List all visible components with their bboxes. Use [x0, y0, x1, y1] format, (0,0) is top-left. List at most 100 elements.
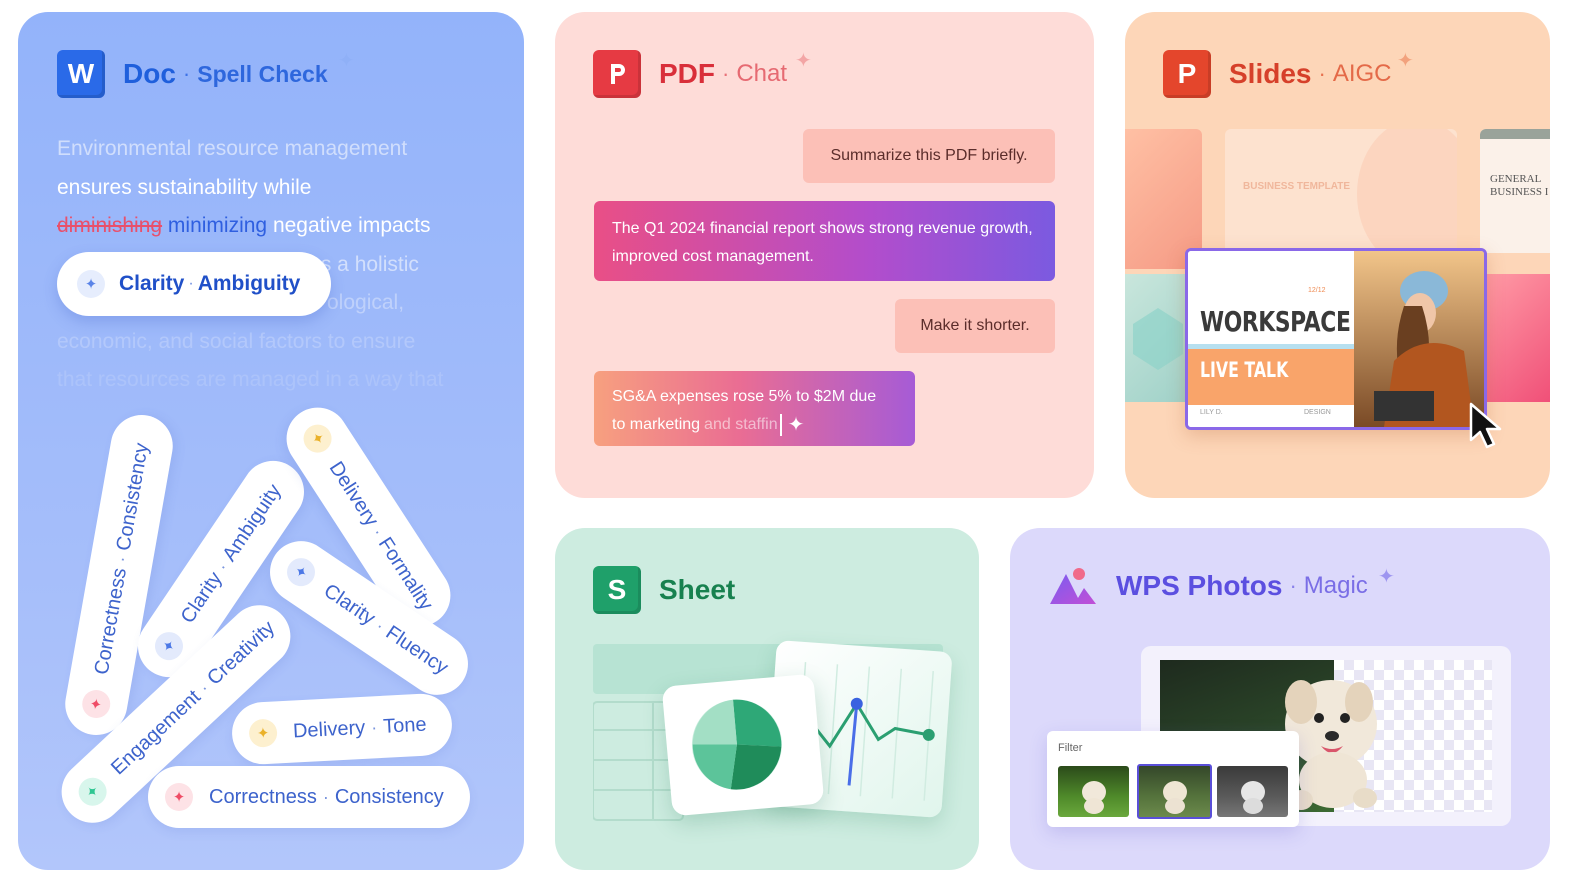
- slides-aigc-card[interactable]: P Slides · AIGC ✦ BUSINESS TEMPLATE GENE…: [1125, 12, 1550, 498]
- suggestion-dot: ·: [188, 275, 194, 292]
- dog-cutout-image: [1285, 680, 1377, 810]
- pdf-subtitle: Chat: [736, 60, 788, 87]
- pdf-app-icon: [593, 50, 641, 98]
- doc-title-separator: ·: [182, 61, 191, 86]
- wps-photos-logo-icon: [1050, 568, 1096, 604]
- person-with-laptop-image: [1354, 251, 1484, 427]
- suggestion-label-left: Clarity: [119, 272, 185, 295]
- ai-reply-message: The Q1 2024 financial report shows stron…: [594, 201, 1055, 281]
- wps-photos-magic-card[interactable]: WPS Photos · Magic ✦ Filter: [1010, 528, 1550, 870]
- pdf-card-title: PDF · Chat: [593, 50, 787, 98]
- doc-text-line: that resources are managed in a way that: [57, 368, 444, 391]
- decorative-shape: [1357, 129, 1457, 253]
- pill-label-left: Clarity: [320, 579, 380, 630]
- doc-body-text: Environmental resource management ensure…: [57, 130, 497, 400]
- thumbnail-title-line: BUSINESS I: [1490, 186, 1549, 198]
- pill-dot: ·: [322, 786, 329, 807]
- slide-footer-right: DESIGN: [1304, 409, 1331, 416]
- pdf-title-separator: ·: [722, 61, 730, 86]
- dog-thumbnail-icon: [1163, 781, 1187, 814]
- photos-title: WPS Photos: [1116, 570, 1283, 601]
- doc-text-line: Environmental resource management: [57, 137, 408, 160]
- pill-label-right: Fluency: [381, 621, 453, 679]
- suggested-word[interactable]: minimizing: [167, 214, 268, 237]
- dog-thumbnail-icon: [1241, 781, 1265, 814]
- pie-chart-card: [661, 673, 825, 817]
- doc-subtitle: Spell Check: [197, 60, 328, 87]
- sparkle-icon: ✦: [80, 687, 113, 721]
- dog-thumbnail-icon: [1082, 781, 1106, 814]
- slide-orange-band: LIVE TALK: [1188, 349, 1354, 405]
- slide-thumbnail-general-business[interactable]: GENERAL BUSINESS I: [1480, 129, 1550, 253]
- pie-chart-graphic: [691, 699, 782, 790]
- sheet-card[interactable]: S Sheet: [555, 528, 979, 870]
- slide-thumbnail[interactable]: [1487, 274, 1550, 402]
- sparkle-icon: ✦: [77, 270, 105, 298]
- user-message: Summarize this PDF briefly.: [803, 129, 1055, 183]
- thumbnail-header-bar: [1480, 129, 1550, 139]
- misspelled-word[interactable]: diminishing: [57, 214, 163, 237]
- slide-accent-bar: [1188, 344, 1354, 349]
- ai-reply-line: to marketing: [612, 416, 701, 433]
- sparkle-icon: ✦: [248, 718, 278, 748]
- pill-label-left: Delivery: [325, 457, 383, 531]
- slide-footer-left: LILY D.: [1200, 409, 1223, 416]
- word-icon-letter: W: [67, 58, 95, 89]
- pill-label-left: Correctness: [209, 785, 317, 808]
- pill-label-left: Correctness: [90, 566, 131, 677]
- slide-thumbnail[interactable]: [1125, 274, 1191, 402]
- ai-reply-fading-text: and staffin: [704, 416, 778, 433]
- filter-thumbnail-original[interactable]: [1058, 766, 1129, 817]
- sheet-app-icon: S: [593, 566, 641, 614]
- pill-label-right: Consistency: [334, 785, 444, 808]
- doc-text-line: ensures sustainability while: [57, 175, 312, 199]
- sparkle-icon: ✦: [1378, 566, 1395, 588]
- clarity-ambiguity-suggestion[interactable]: ✦ Clarity · Ambiguity: [57, 252, 331, 316]
- pill-dot: ·: [110, 554, 132, 565]
- thumbnail-title-line: GENERAL: [1490, 173, 1542, 185]
- doc-spell-check-card[interactable]: W Doc · Spell Check ✦ Environmental reso…: [18, 12, 524, 870]
- doc-card-title: W Doc · Spell Check: [57, 50, 328, 98]
- slides-title: Slides: [1229, 58, 1312, 89]
- pill-label-left: Clarity: [176, 567, 227, 628]
- sparkle-icon: ✦: [149, 626, 189, 666]
- pdf-chat-card[interactable]: PDF · Chat ✦ Summarize this PDF briefly.…: [555, 12, 1094, 498]
- sheet-card-title: S Sheet: [593, 566, 735, 614]
- slide-thumbnail[interactable]: [1125, 129, 1202, 269]
- sparkle-icon: ✦: [72, 771, 113, 812]
- slide-photo-person: [1354, 251, 1484, 427]
- slide-subtitle: LIVE TALK: [1200, 358, 1289, 382]
- slide-thumbnail-business-template[interactable]: BUSINESS TEMPLATE: [1225, 129, 1457, 253]
- slides-icon-letter: P: [1177, 58, 1197, 89]
- filter-thumbnail-grayscale[interactable]: [1217, 766, 1288, 817]
- doc-text-line: ological,: [327, 291, 405, 314]
- sparkle-icon: ✦: [298, 419, 337, 458]
- user-message: Make it shorter.: [895, 299, 1055, 353]
- slides-app-icon: P: [1163, 50, 1211, 98]
- selected-slide-workspace[interactable]: 12/12 WORKSPACE LIVE TALK LILY D. DESIGN: [1185, 248, 1487, 430]
- mouse-pointer-icon: [1469, 402, 1502, 449]
- filter-thumbnail-selected[interactable]: [1137, 764, 1212, 819]
- slides-title-separator: ·: [1318, 61, 1326, 86]
- ai-reply-streaming: SG&A expenses rose 5% to $2M due to mark…: [594, 371, 915, 446]
- photos-title-separator: ·: [1289, 573, 1297, 598]
- slide-text-panel: 12/12 WORKSPACE LIVE TALK LILY D. DESIGN: [1188, 251, 1354, 427]
- word-app-icon: W: [57, 50, 105, 98]
- pill-label-right: Consistency: [111, 441, 153, 553]
- pill-label-left: Delivery: [292, 716, 366, 743]
- suggestion-pill-delivery-tone[interactable]: ✦ Delivery · Tone: [230, 692, 454, 766]
- filter-panel: Filter: [1047, 731, 1299, 827]
- sparkle-icon: ✦: [787, 414, 805, 436]
- slide-date: 12/12: [1308, 287, 1326, 294]
- text-cursor: [779, 414, 782, 436]
- sparkle-icon: ✦: [165, 783, 193, 811]
- thumbnail-title: GENERAL BUSINESS I: [1490, 173, 1548, 199]
- sparkle-icon: ✦: [338, 50, 355, 72]
- sparkle-icon: ✦: [281, 552, 321, 592]
- pill-dot: ·: [370, 716, 378, 737]
- filter-label: Filter: [1058, 742, 1083, 754]
- sheet-icon-letter: S: [607, 574, 627, 605]
- doc-text-line: negative impacts: [272, 214, 431, 237]
- suggestion-label-right: Ambiguity: [197, 272, 301, 295]
- suggestion-pill-correctness-consistency-2[interactable]: ✦ Correctness · Consistency: [148, 766, 470, 828]
